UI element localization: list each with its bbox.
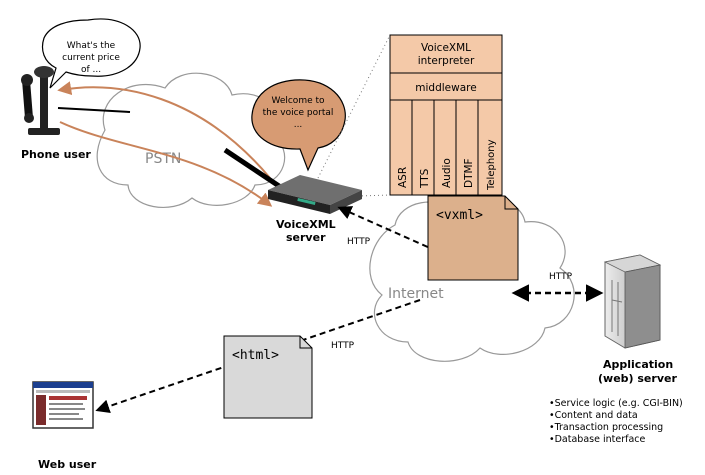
stack-middleware: middleware [415,82,476,94]
zoom-line-top [317,34,391,179]
portal-speech-line3: ... [294,120,303,130]
voicexml-server-label1: VoiceXML [276,218,336,231]
feature-item: •Transaction processing [549,422,663,433]
portal-speech-line2: the voice portal [263,108,334,118]
pstn-cloud [96,72,286,208]
voicexml-server-icon [268,175,362,214]
http-label-app: HTTP [549,272,573,282]
user-speech-bubble [41,18,141,89]
web-browser-icon [32,381,94,429]
stack-component-dtmf: DTMF [463,158,475,188]
http-link-voicexml [337,206,431,249]
application-server-icon [603,254,662,349]
stack-interpreter-line2: interpreter [418,55,475,67]
voicexml-server-label2: server [286,231,326,244]
html-document [223,335,313,419]
app-server-label2: (web) server [598,372,677,385]
trunk-line [223,147,284,191]
voicexml-stack [389,34,503,196]
vxml-document-label: <vxml> [436,208,483,223]
feature-item: •Database interface [549,434,645,445]
pstn-label: PSTN [145,151,181,167]
internet-label: Internet [388,286,444,302]
zoom-line-bottom [357,194,391,197]
app-server-label1: Application [603,358,673,371]
stack-interpreter-line1: VoiceXML [421,42,471,54]
stack-component-tts: TTS [419,168,431,189]
app-server-feature-list: •Service logic (e.g. CGI-BIN) •Content a… [549,398,683,445]
feature-item: •Content and data [549,410,638,421]
feature-item: •Service logic (e.g. CGI-BIN) [549,398,683,409]
html-document-label: <html> [232,348,279,363]
stack-component-telephony: Telephony [486,139,497,191]
call-path-lower [59,121,273,207]
portal-speech-line1: Welcome to [271,96,325,106]
user-speech-line1: What's the [67,41,116,51]
http-label-web: HTTP [331,341,355,351]
stack-component-audio: Audio [441,158,453,188]
portal-speech-bubble [251,79,346,172]
phone-icon [21,66,60,135]
phone-line [57,107,131,113]
stack-component-asr: ASR [397,167,409,188]
call-path-upper [57,81,271,179]
web-user-label: Web user [38,458,97,471]
vxml-document [427,195,519,281]
phone-user-label: Phone user [21,148,91,161]
user-speech-line2: current price [62,53,120,63]
user-speech-line3: of ... [81,65,101,75]
http-label-voicexml: HTTP [347,237,371,247]
